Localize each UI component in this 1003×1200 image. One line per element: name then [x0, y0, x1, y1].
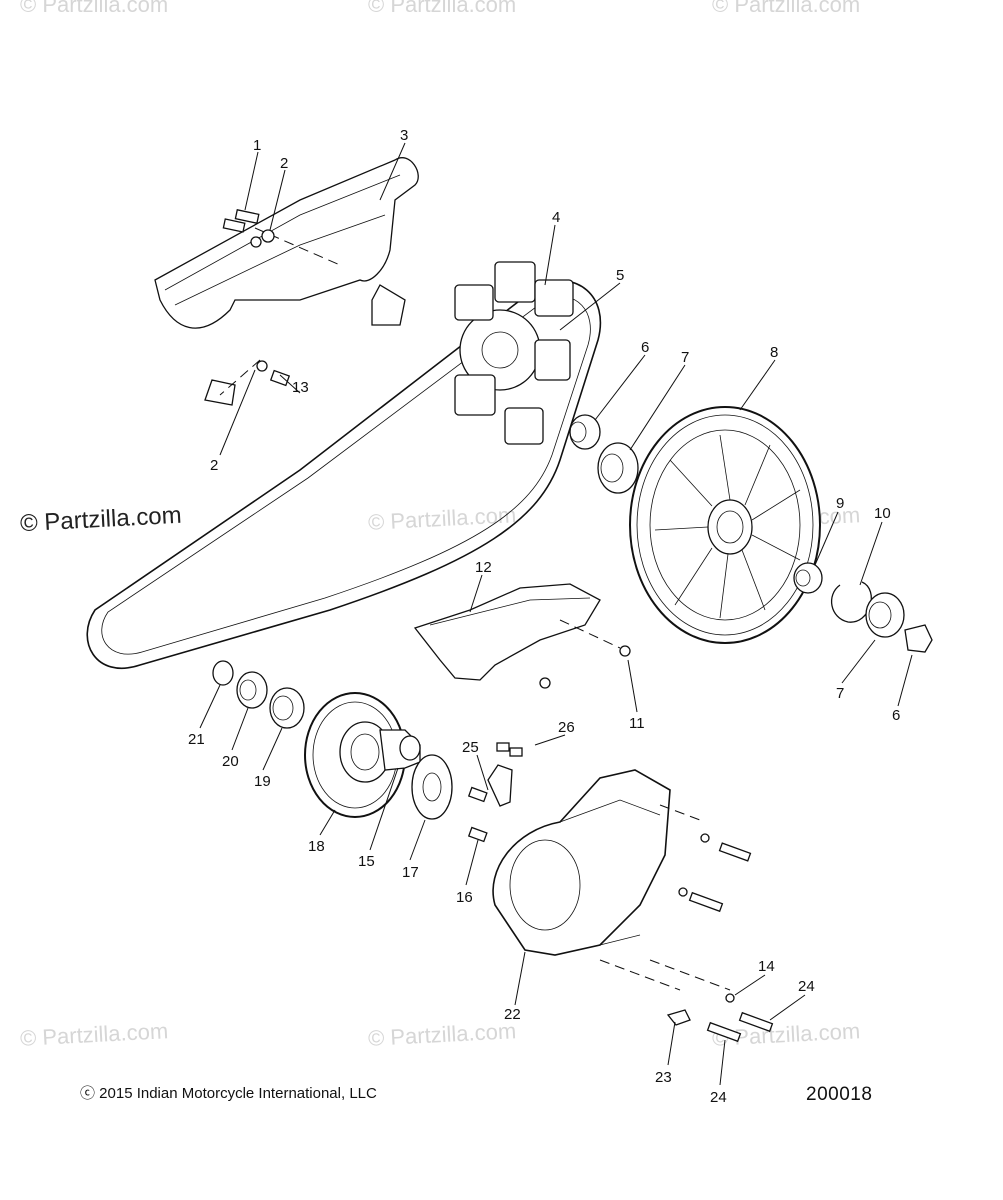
callout-labels: 1 2 3 4 5 6 7 8 13 2 9 10 7 6 12 11 21 2…: [188, 127, 900, 1106]
front-pulley-spacers: [212, 660, 305, 729]
callout-23: 23: [655, 1069, 672, 1086]
watermark-top-right: © Partzilla.com: [712, 0, 861, 17]
callout-24-bottom: 24: [710, 1089, 727, 1106]
watermark-top-center: © Partzilla.com: [368, 0, 517, 17]
leader-lines: [199, 142, 913, 1086]
callout-10: 10: [874, 505, 891, 522]
sprocket-cover: [492, 769, 731, 991]
callout-6-top: 6: [641, 339, 649, 356]
cush-drive-damper: [454, 261, 574, 445]
front-sprocket: [304, 692, 421, 818]
callout-22: 22: [504, 1006, 521, 1023]
callout-13: 13: [292, 379, 309, 396]
callout-12: 12: [475, 559, 492, 576]
document-number: 200018: [806, 1084, 873, 1105]
callout-7-top: 7: [681, 349, 689, 366]
callout-21: 21: [188, 731, 205, 748]
callout-7-bottom: 7: [836, 685, 844, 702]
callout-11: 11: [629, 715, 645, 732]
hub-bearing-parts: [793, 562, 933, 653]
callout-6-bottom: 6: [892, 707, 900, 724]
callout-15: 15: [358, 853, 375, 870]
callout-16: 16: [456, 889, 473, 906]
bolt-1: [222, 209, 291, 387]
bracket-25: [487, 742, 523, 807]
callout-8: 8: [770, 344, 778, 361]
watermark-top-left: © Partzilla.com: [20, 0, 169, 17]
callout-9: 9: [836, 495, 844, 512]
callout-2-bottom: 2: [210, 457, 218, 474]
callout-25: 25: [462, 739, 479, 756]
callout-17: 17: [402, 864, 419, 881]
callout-24-right: 24: [798, 978, 815, 995]
callout-3: 3: [400, 127, 408, 144]
callout-1: 1: [253, 137, 261, 154]
callout-2-top: 2: [280, 155, 288, 172]
callout-14: 14: [758, 958, 775, 975]
upper-belt-guard: [154, 157, 419, 406]
rear-pulley: [629, 406, 821, 644]
callout-26: 26: [558, 719, 575, 736]
lower-belt-guard: [413, 583, 631, 689]
cover-fasteners: [666, 833, 774, 1043]
drive-belt: [86, 279, 602, 670]
copyright-notice: ⓒ 2015 Indian Motorcycle International, …: [80, 1085, 377, 1102]
callout-18: 18: [308, 838, 325, 855]
callout-20: 20: [222, 753, 239, 770]
callout-5: 5: [616, 267, 624, 284]
callout-19: 19: [254, 773, 271, 790]
retaining-plate: [411, 754, 488, 843]
spacer-and-bearing: [569, 414, 639, 494]
callout-4: 4: [552, 209, 560, 226]
